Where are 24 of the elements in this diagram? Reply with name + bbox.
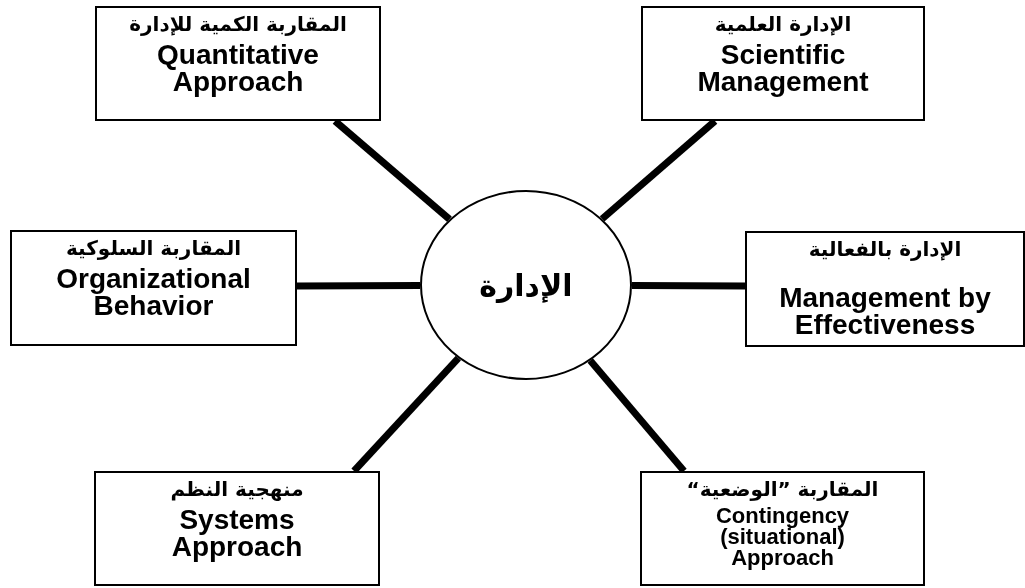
approach-box [94, 471, 380, 586]
english-title: Contingency (situational) Approach [714, 506, 851, 569]
arabic-heading: المقاربة ”الوضعية“ [686, 477, 879, 502]
center-circle [420, 190, 632, 380]
approach-box [95, 6, 381, 121]
english-title: Management by Effectiveness [778, 284, 992, 339]
connector-line [587, 358, 687, 474]
english-title: Systems Approach [170, 506, 304, 561]
arabic-heading: المقاربة الكمية للإدارة [129, 12, 347, 37]
connector-line [297, 281, 421, 290]
approach-box [641, 6, 925, 121]
english-title: Quantitative Approach [156, 41, 320, 96]
arabic-heading: الإدارة بالفعالية [808, 237, 962, 262]
arabic-heading: الإدارة العلمية [714, 12, 852, 37]
center-label: الإدارة [479, 267, 573, 303]
english-title: Organizational Behavior [55, 265, 252, 320]
approach-box [640, 471, 925, 586]
arabic-heading: منهجية النظم [170, 477, 304, 502]
connector-line [351, 355, 461, 474]
connector-line [631, 282, 745, 290]
arabic-heading: المقاربة السلوكية [65, 236, 242, 261]
english-title: Scientific Management [696, 41, 870, 96]
approach-box [745, 231, 1025, 347]
approach-box [10, 230, 297, 346]
